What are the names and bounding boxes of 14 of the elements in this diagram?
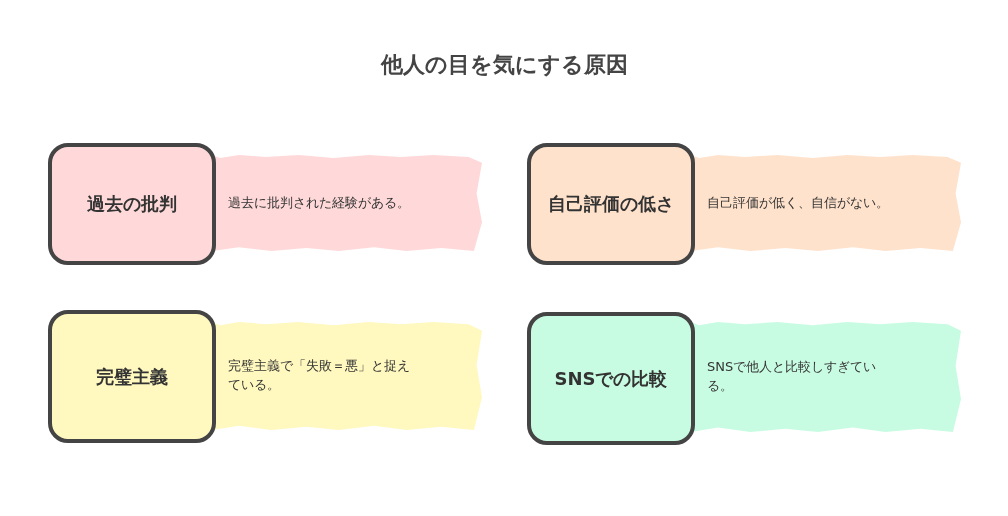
description-band [691, 322, 961, 432]
cause-title: SNSでの比較 [554, 366, 668, 391]
cause-card [48, 143, 216, 265]
description-text: 過去に批判された経験がある。 [228, 193, 410, 212]
cause-title: 過去の批判 [87, 192, 177, 216]
title: 他人の目を気にする原因 [379, 51, 629, 79]
cause-card [48, 310, 216, 443]
cause-card [527, 312, 695, 445]
description-text: 自己評価が低く、自信がない。 [707, 193, 889, 212]
cause-card [527, 143, 695, 265]
cause-title: 自己評価の低さ [548, 192, 674, 216]
description-text: 完璧主義で「失敗＝悪」と捉えている。 [228, 357, 411, 394]
cause-title: 完璧主義 [96, 364, 168, 389]
description-text: SNSで他人と比較しすぎている。 [707, 358, 878, 395]
